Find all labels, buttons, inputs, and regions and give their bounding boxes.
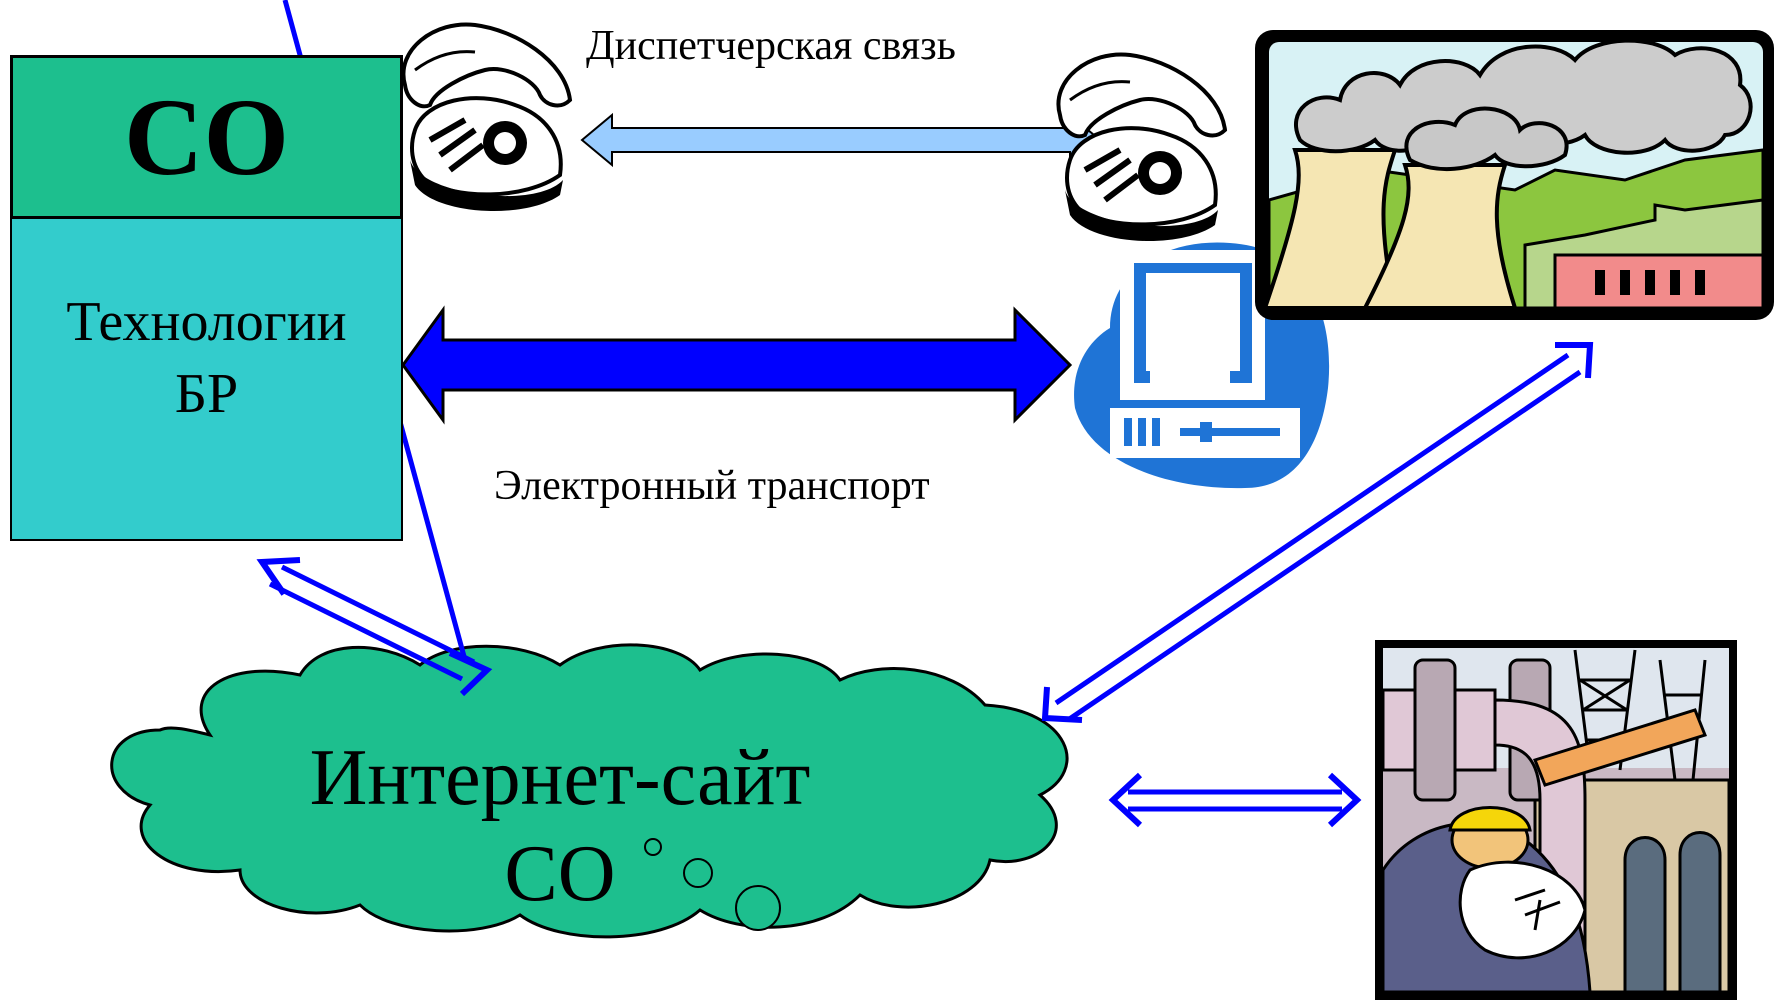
electronic-transport-label: Электронный транспорт bbox=[494, 463, 930, 509]
internet-site-label: Интернет-сайт СО bbox=[180, 730, 940, 922]
technology-box-line1: Технологии bbox=[66, 291, 347, 354]
electronic-transport-arrow bbox=[401, 305, 1073, 425]
internet-site-line2: СО bbox=[504, 830, 616, 918]
double-arrow-tech-cloud-lines bbox=[256, 557, 493, 697]
internet-cloud-shape bbox=[110, 643, 1069, 939]
technology-box-line2: БР bbox=[174, 363, 239, 425]
co-box: СО bbox=[10, 55, 403, 219]
double-arrow-cloud-plant bbox=[1041, 342, 1594, 723]
co-box-label: СО bbox=[124, 76, 289, 198]
power-plant-icon bbox=[1255, 30, 1774, 320]
dispatch-label: Диспетчерская связь bbox=[586, 23, 956, 69]
dispatch-arrow bbox=[580, 112, 1102, 168]
telephone-icon bbox=[401, 22, 573, 212]
double-arrow-cloud-worker bbox=[1108, 772, 1362, 828]
technology-box: Технологии БР bbox=[10, 219, 403, 541]
industrial-worker-icon bbox=[1375, 640, 1737, 1000]
internet-site-line1: Интернет-сайт bbox=[309, 734, 811, 822]
telephone-icon bbox=[1056, 52, 1228, 242]
